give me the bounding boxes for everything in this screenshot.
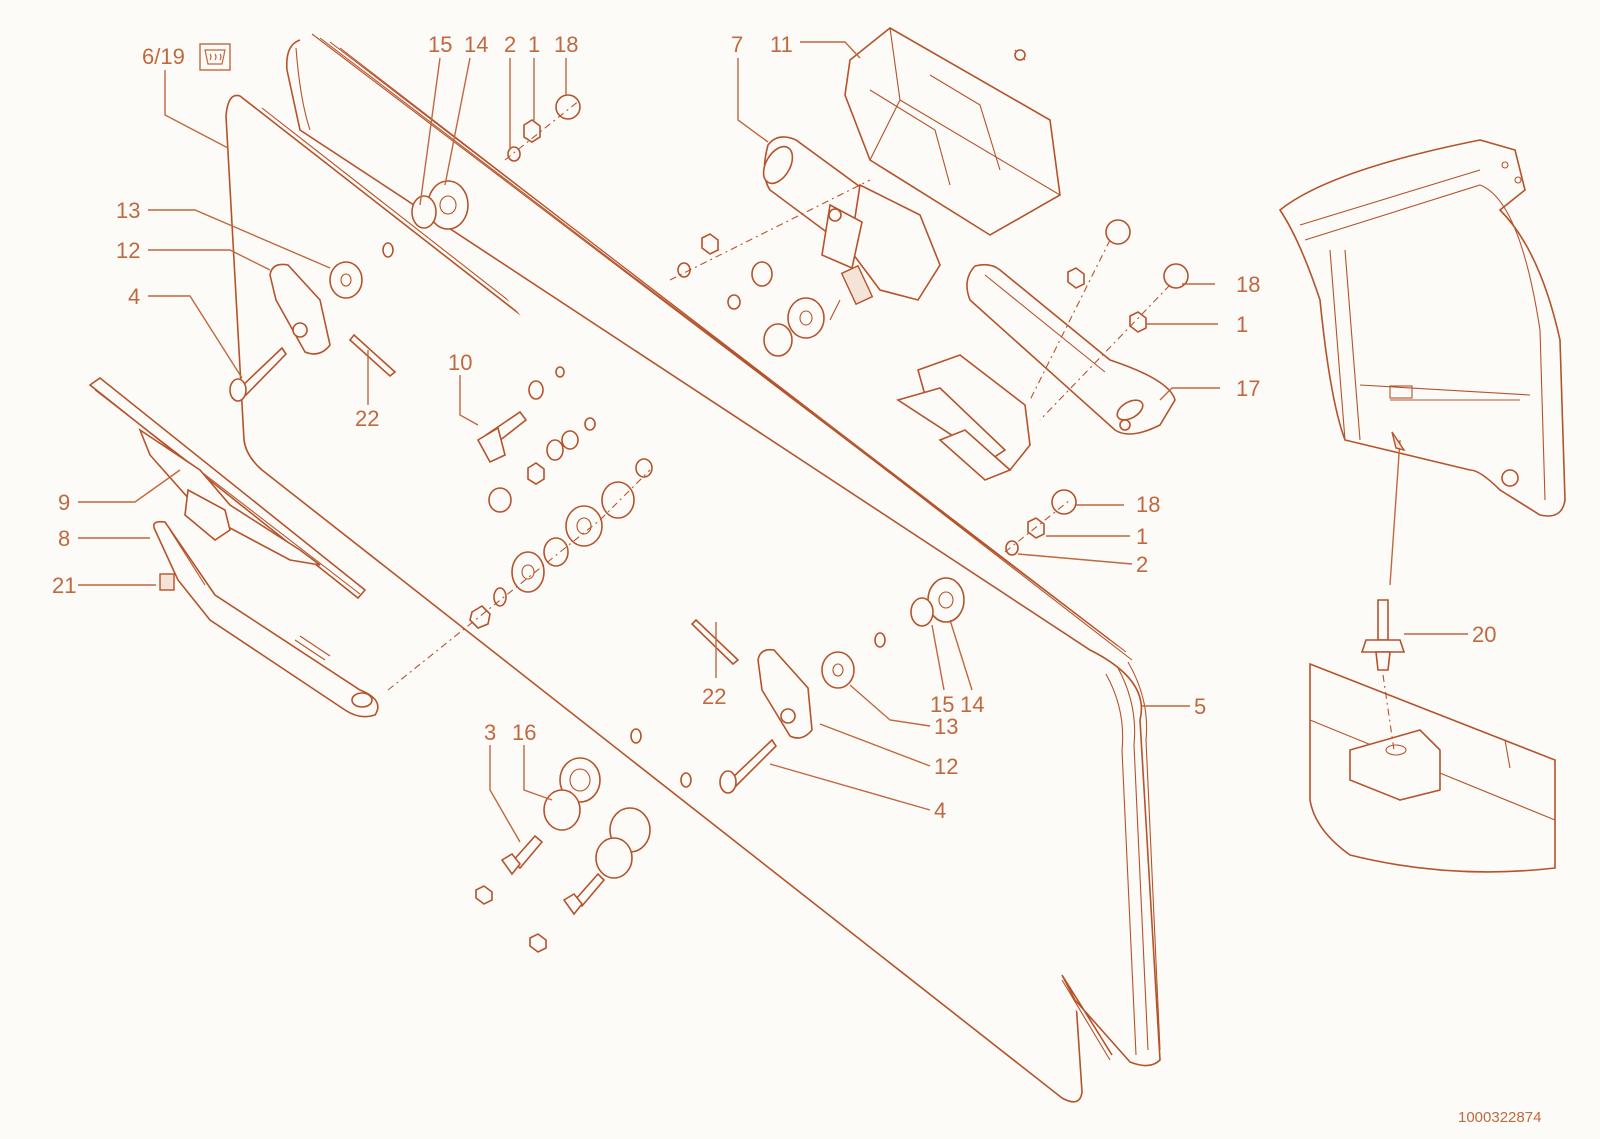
label-20: 20 (1472, 622, 1496, 647)
plug-16-part (543, 789, 581, 831)
label-1-lower: 1 (1136, 524, 1148, 549)
label-13-upper: 13 (116, 198, 140, 223)
cap-18-right-a (1105, 219, 1131, 245)
nozzle-10-part (476, 410, 528, 464)
leader-lines (78, 41, 1468, 843)
label-15-top: 15 (428, 32, 452, 57)
inset-cab-frame (1278, 139, 1566, 517)
label-13-lower: 13 (934, 714, 958, 739)
label-12-lower: 12 (934, 754, 958, 779)
cap-18-top (555, 94, 581, 120)
label-1-right: 1 (1236, 312, 1248, 337)
inset-latch-detail (1309, 662, 1556, 873)
label-17: 17 (1236, 376, 1260, 401)
label-22-upper: 22 (355, 406, 379, 431)
hinge-part-upper (269, 263, 331, 355)
frame-seal-part (285, 33, 1161, 1067)
drawing-reference-number: 1000322874 (1458, 1109, 1541, 1126)
washer-13-lower (821, 651, 855, 689)
label-2-top: 2 (504, 32, 516, 57)
seal-ring-upper (382, 242, 394, 258)
label-1-top: 1 (528, 32, 540, 57)
grommet-15-lower (910, 597, 934, 627)
grommet-15-upper (411, 195, 437, 229)
label-18-lower: 18 (1136, 492, 1160, 517)
callout-labels: 6/19 15 14 2 1 18 7 11 13 12 4 22 10 18 … (52, 32, 1541, 1126)
label-9: 9 (58, 490, 70, 515)
wiper-blade-part (88, 377, 367, 600)
label-6-19: 6/19 (142, 44, 185, 69)
label-7: 7 (731, 32, 743, 57)
pin-22-lower (690, 618, 740, 666)
label-16: 16 (512, 720, 536, 745)
label-15-lower: 15 (930, 692, 954, 717)
label-12-upper: 12 (116, 238, 140, 263)
motor-cover-part (844, 27, 1061, 236)
label-22-lower: 22 (702, 684, 726, 709)
wiper-motor-part (762, 136, 941, 321)
label-4-lower: 4 (934, 798, 946, 823)
mounting-bracket-part (966, 263, 1176, 435)
label-5: 5 (1194, 694, 1206, 719)
wiper-arm-part (152, 520, 379, 718)
label-8: 8 (58, 526, 70, 551)
label-18-top: 18 (554, 32, 578, 57)
label-10: 10 (448, 350, 472, 375)
bracket-pad-part (896, 354, 1031, 481)
label-4-upper: 4 (128, 284, 140, 309)
label-3: 3 (484, 720, 496, 745)
nut-1-top (523, 119, 541, 143)
hinge-part-lower (757, 648, 813, 739)
label-21: 21 (52, 573, 76, 598)
heated-rear-window-icon (199, 43, 231, 71)
pin-22-upper (348, 333, 397, 378)
latch-pin-20-part (1360, 599, 1406, 671)
washer-13-upper (329, 261, 363, 299)
washer-2-top (507, 146, 521, 162)
label-2-lower: 2 (1136, 552, 1148, 577)
label-11: 11 (770, 32, 793, 57)
label-14-lower: 14 (960, 692, 984, 717)
label-14-top: 14 (464, 32, 488, 57)
cap-18-right-b (1163, 263, 1189, 289)
label-18-right: 18 (1236, 272, 1260, 297)
